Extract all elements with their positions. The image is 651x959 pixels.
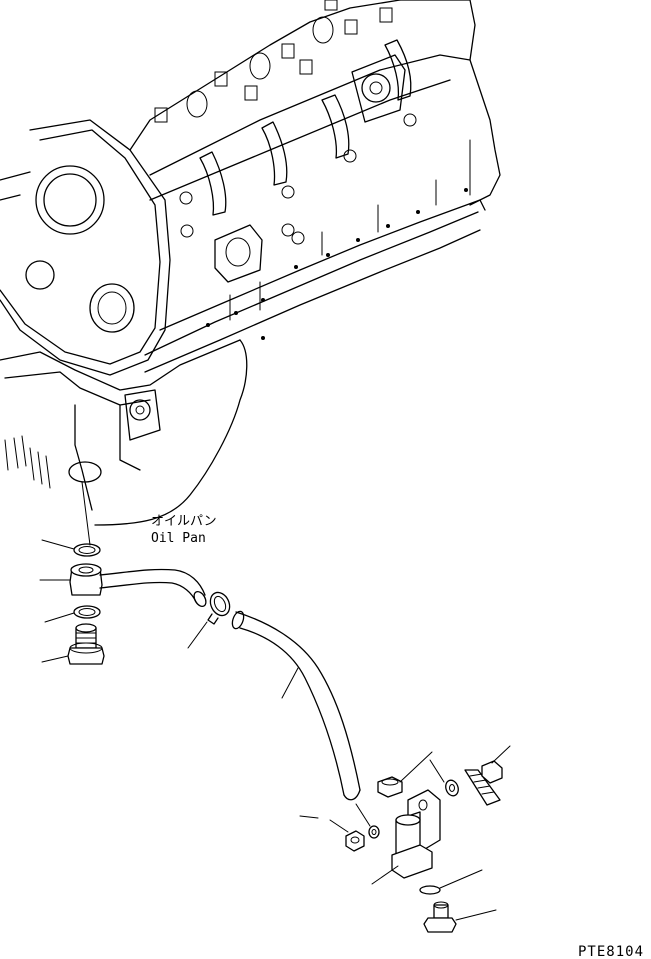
engine-block (0, 0, 501, 546)
oil-pan-label: オイルパン Oil Pan (151, 514, 217, 546)
drain-plug-connector (41, 623, 105, 665)
drain-hose (231, 610, 361, 801)
drawing-code: PTE8104 (578, 944, 644, 959)
hose-clamp (187, 591, 231, 649)
bolt (464, 745, 511, 806)
washer (429, 759, 459, 797)
o-ring-valve (419, 869, 483, 895)
eye-joint-pipe (39, 563, 207, 608)
washer-small (355, 803, 380, 839)
oil-pan-label-en: Oil Pan (151, 531, 206, 546)
oil-pan-label-jp: オイルパン (151, 514, 217, 529)
nut (299, 815, 365, 852)
hose-end-nut (377, 751, 433, 798)
o-ring-lower (44, 605, 101, 623)
drain-plug (423, 901, 497, 933)
valve-bracket (371, 789, 441, 885)
o-ring-upper (41, 539, 101, 557)
